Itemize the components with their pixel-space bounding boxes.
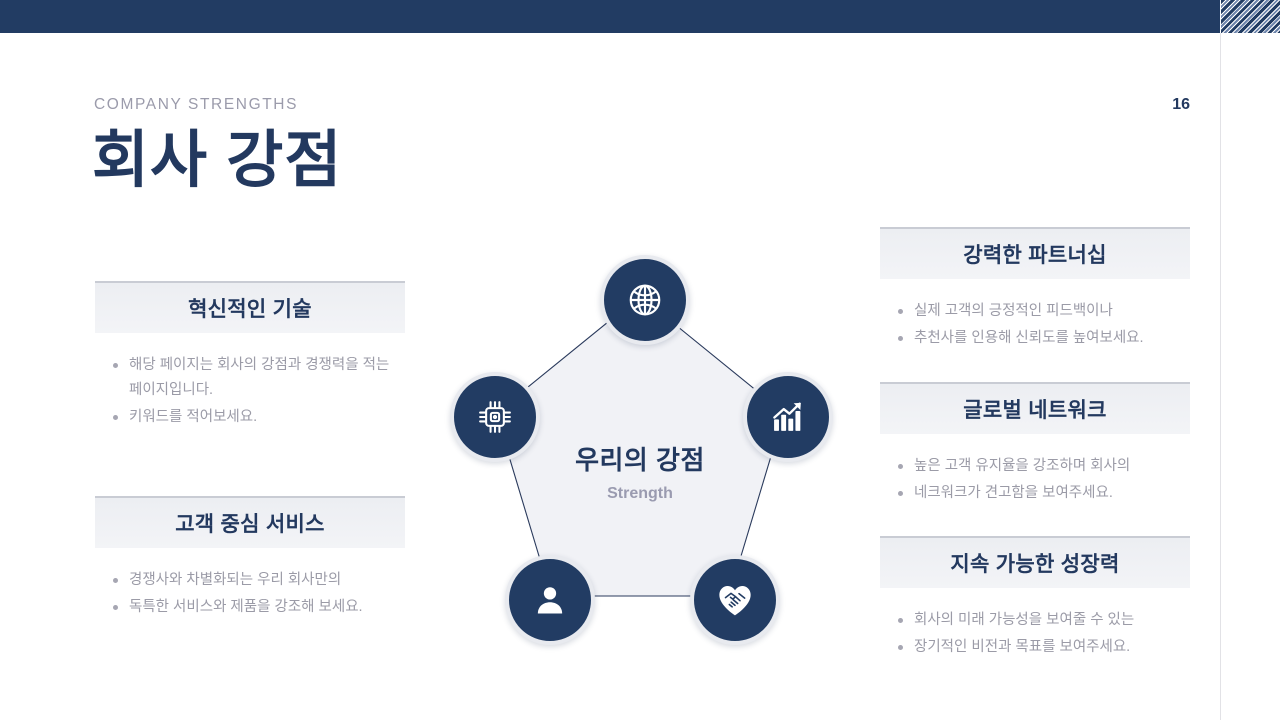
strength-card-sustainable-growth: 지속 가능한 성장력 회사의 미래 가능성을 보여줄 수 있는 장기적인 비전과… — [880, 536, 1190, 662]
card-title: 강력한 파트너십 — [963, 244, 1107, 267]
list-item: 키워드를 적어보세요. — [105, 405, 405, 430]
page-number: 16 — [1172, 96, 1190, 113]
card-title: 고객 중심 서비스 — [175, 513, 325, 536]
page-title: 회사 강점 — [92, 126, 343, 195]
card-title: 지속 가능한 성장력 — [950, 553, 1120, 576]
bullet-text: 장기적인 비전과 목표를 보여주세요. — [914, 639, 1131, 655]
bullet-dot-icon — [898, 309, 903, 314]
bullet-text: 해당 페이지는 회사의 강점과 경쟁력을 적는 페이지입니다. — [129, 357, 390, 398]
top-accent-bar — [0, 0, 1220, 33]
card-body: 높은 고객 유지율을 강조하며 회사의 네크워크가 견고함을 보여주세요. — [880, 434, 1190, 506]
bullet-text: 실제 고객의 긍정적인 피드백이나 — [914, 303, 1113, 319]
node-globe[interactable] — [600, 255, 690, 345]
bullet-text: 높은 고객 유지율을 강조하며 회사의 — [914, 458, 1131, 474]
person-icon — [537, 587, 563, 614]
diagonal-stripe-decoration — [1221, 0, 1280, 33]
card-header: 지속 가능한 성장력 — [880, 536, 1190, 588]
strength-card-customer-centric-service: 고객 중심 서비스 경쟁사와 차별화되는 우리 회사만의 독특한 서비스와 제품… — [95, 496, 405, 622]
right-vertical-divider — [1220, 33, 1221, 720]
card-header: 강력한 파트너십 — [880, 227, 1190, 279]
bullet-dot-icon — [113, 363, 118, 368]
node-person-customer[interactable] — [505, 555, 595, 645]
bullet-text: 네크워크가 견고함을 보여주세요. — [914, 485, 1113, 501]
bullet-dot-icon — [898, 491, 903, 496]
handshake-heart-icon — [719, 586, 751, 616]
node-microchip-technology[interactable] — [450, 372, 540, 462]
growth-chart-icon — [773, 402, 801, 431]
card-header: 글로벌 네트워크 — [880, 382, 1190, 434]
diagram-center-label: 우리의 강점 Strength — [440, 440, 840, 503]
pentagon-strength-diagram: 우리의 강점 Strength — [440, 250, 840, 670]
bullet-text: 추천사를 인용해 신뢰도를 높여보세요. — [914, 330, 1144, 346]
bullet-text: 회사의 미래 가능성을 보여줄 수 있는 — [914, 612, 1135, 628]
card-header: 혁신적인 기술 — [95, 281, 405, 333]
card-body: 회사의 미래 가능성을 보여줄 수 있는 장기적인 비전과 목표를 보여주세요. — [880, 588, 1190, 660]
bullet-dot-icon — [898, 336, 903, 341]
card-title: 글로벌 네트워크 — [963, 399, 1107, 422]
list-item: 해당 페이지는 회사의 강점과 경쟁력을 적는 페이지입니다. — [105, 353, 405, 403]
node-handshake-partnership[interactable] — [690, 555, 780, 645]
card-body: 해당 페이지는 회사의 강점과 경쟁력을 적는 페이지입니다. 키워드를 적어보… — [95, 333, 405, 430]
strength-card-strong-partnership: 강력한 파트너십 실제 고객의 긍정적인 피드백이나 추천사를 인용해 신뢰도를… — [880, 227, 1190, 353]
diagram-center-subtitle: Strength — [607, 485, 673, 502]
bullet-dot-icon — [113, 578, 118, 583]
bullet-dot-icon — [898, 464, 903, 469]
bullet-text: 경쟁사와 차별화되는 우리 회사만의 — [129, 572, 342, 588]
bullet-text: 키워드를 적어보세요. — [129, 409, 258, 425]
card-title: 혁신적인 기술 — [188, 298, 312, 321]
card-body: 실제 고객의 긍정적인 피드백이나 추천사를 인용해 신뢰도를 높여보세요. — [880, 279, 1190, 351]
strength-card-innovative-technology: 혁신적인 기술 해당 페이지는 회사의 강점과 경쟁력을 적는 페이지입니다. … — [95, 281, 405, 432]
bullet-dot-icon — [898, 645, 903, 650]
card-body: 경쟁사와 차별화되는 우리 회사만의 독특한 서비스와 제품을 강조해 보세요. — [95, 548, 405, 620]
strength-card-global-network: 글로벌 네트워크 높은 고객 유지율을 강조하며 회사의 네크워크가 견고함을 … — [880, 382, 1190, 508]
list-item: 추천사를 인용해 신뢰도를 높여보세요. — [890, 326, 1190, 351]
list-item: 장기적인 비전과 목표를 보여주세요. — [890, 635, 1190, 660]
bullet-dot-icon — [113, 605, 118, 610]
bullet-text: 독특한 서비스와 제품을 강조해 보세요. — [129, 599, 363, 615]
diagram-center-title: 우리의 강점 — [575, 445, 705, 475]
list-item: 경쟁사와 차별화되는 우리 회사만의 — [105, 568, 405, 593]
microchip-icon — [479, 401, 511, 433]
list-item: 네크워크가 견고함을 보여주세요. — [890, 481, 1190, 506]
list-item: 실제 고객의 긍정적인 피드백이나 — [890, 299, 1190, 324]
bullet-dot-icon — [898, 618, 903, 623]
list-item: 회사의 미래 가능성을 보여줄 수 있는 — [890, 608, 1190, 633]
globe-icon — [629, 284, 661, 316]
card-header: 고객 중심 서비스 — [95, 496, 405, 548]
bullet-dot-icon — [113, 415, 118, 420]
eyebrow-label: COMPANY STRENGTHS — [94, 96, 299, 113]
node-growth-chart[interactable] — [743, 372, 833, 462]
list-item: 높은 고객 유지율을 강조하며 회사의 — [890, 454, 1190, 479]
list-item: 독특한 서비스와 제품을 강조해 보세요. — [105, 595, 405, 620]
